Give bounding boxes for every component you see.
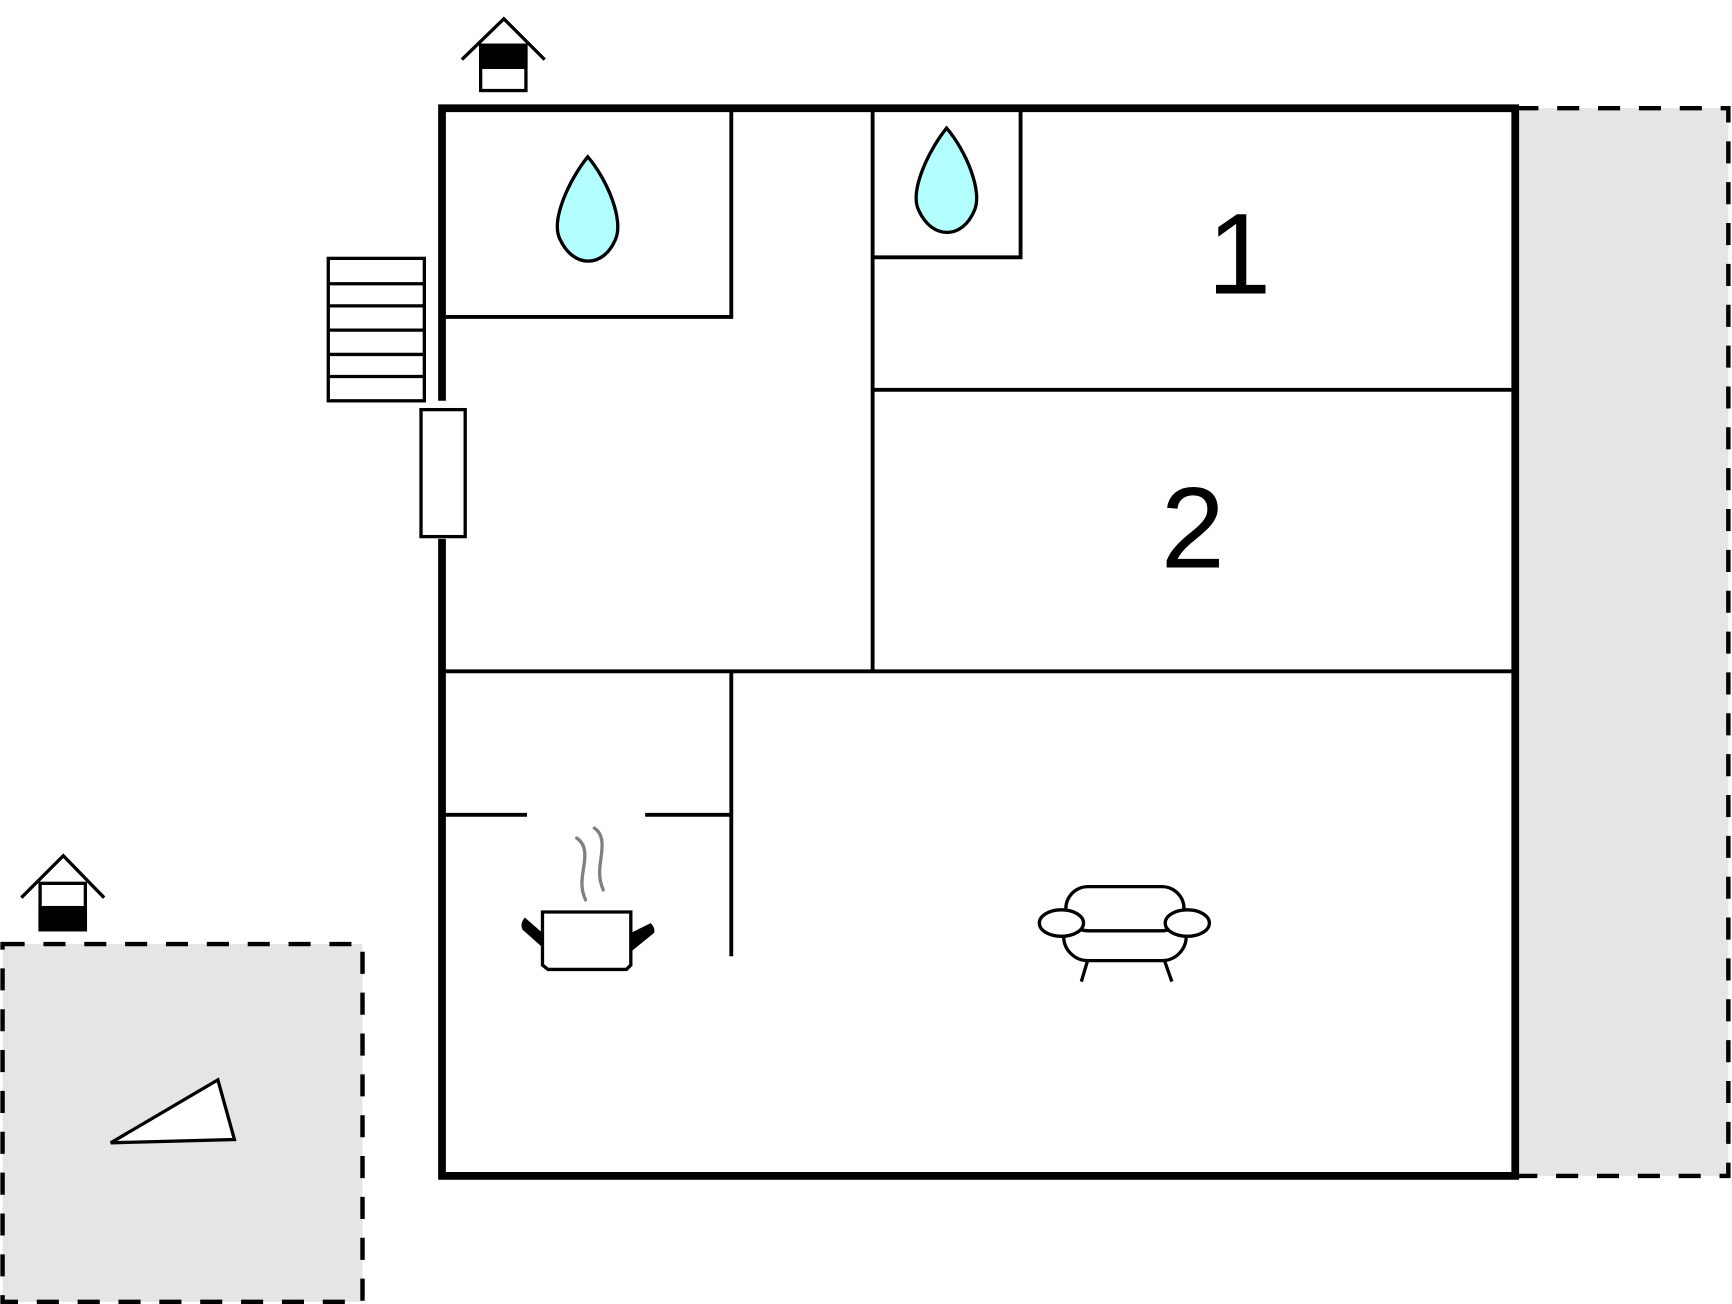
outdoor-area-right [1514,105,1731,1179]
stairs-icon [326,256,426,403]
terrace-triangle-icon [109,1077,237,1145]
room-label-2: 2 [1161,465,1225,593]
outer-walls [438,104,1520,1180]
water-drop-icon [914,125,979,235]
entrance-icon [20,853,106,932]
sofa-icon [1037,884,1212,983]
door-icon [419,407,467,539]
entrance-icon [460,16,546,93]
room-label-1: 1 [1207,191,1271,319]
inner-walls [445,110,1514,957]
water-drop-icon [555,154,620,263]
cooking-pot-icon [521,826,655,972]
